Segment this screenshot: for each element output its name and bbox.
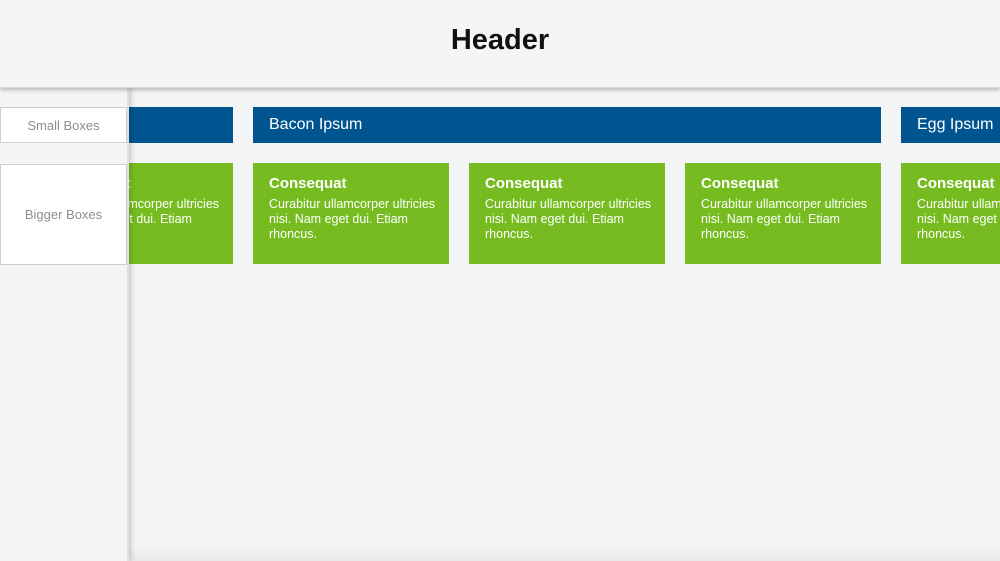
card-title: Consequat bbox=[485, 175, 563, 192]
content-card[interactable]: Consequat Curabitur ullamcorper ultricie… bbox=[469, 163, 665, 264]
sidebar-item-bigger-boxes[interactable]: Bigger Boxes bbox=[0, 164, 127, 265]
page-title: Header bbox=[450, 24, 550, 56]
section-label: Egg Ipsum bbox=[917, 116, 994, 133]
sidebar-item-label: Small Boxes bbox=[27, 117, 100, 133]
page-header: Header bbox=[0, 0, 1000, 88]
content-card[interactable]: Consequat Curabitur ullamcorper ultricie… bbox=[685, 163, 881, 264]
card-title: Consequat bbox=[701, 175, 779, 192]
card-body: Curabitur ullamcorper ultricies nisi. Na… bbox=[701, 197, 868, 241]
section-bar-egg-ipsum[interactable]: Egg Ipsum bbox=[901, 107, 1000, 143]
card-body: Curabitur ullamcorper ultricies nisi. Na… bbox=[485, 197, 652, 241]
bottom-shadow bbox=[127, 547, 1000, 561]
section-label: Bacon Ipsum bbox=[269, 116, 363, 133]
sidebar-item-small-boxes[interactable]: Small Boxes bbox=[0, 107, 127, 143]
card-title: Consequat bbox=[269, 175, 347, 192]
card-title: Consequat bbox=[917, 175, 995, 192]
content-card[interactable]: Consequat Curabitur ullamcorper ultricie… bbox=[901, 163, 1000, 264]
content-card[interactable]: Consequat Curabitur ullamcorper ultricie… bbox=[253, 163, 449, 264]
sidebar: Small Boxes Bigger Boxes bbox=[0, 88, 129, 561]
card-body: Curabitur ullamcorper ultricies nisi. Na… bbox=[269, 197, 436, 241]
sidebar-item-label: Bigger Boxes bbox=[24, 207, 103, 222]
section-bar-bacon-ipsum[interactable]: Bacon Ipsum bbox=[253, 107, 881, 143]
card-body: Curabitur ullamcorper ultricies nisi. Na… bbox=[917, 197, 1000, 241]
